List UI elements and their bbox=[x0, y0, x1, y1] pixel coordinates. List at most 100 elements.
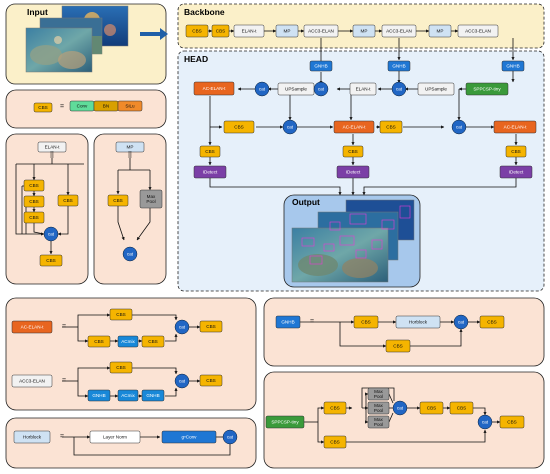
output-image-stack bbox=[291, 199, 415, 283]
connectors bbox=[15, 29, 518, 456]
mp-panel bbox=[93, 133, 167, 285]
ac-elan-cat-label: cat bbox=[179, 325, 186, 330]
ac-elan-def-title-label: AC-ELAN-t bbox=[21, 325, 44, 330]
elan-t-cbs-3: CBS bbox=[23, 211, 45, 224]
acc3-elan-equals: = bbox=[62, 378, 66, 385]
ac-elan-cat: cat bbox=[174, 319, 190, 335]
head-gnhb-1: GNHB bbox=[309, 60, 333, 72]
gnhb-cbs-out: CBS bbox=[479, 315, 505, 329]
acc3-elan-acmix-label: ACmix bbox=[121, 393, 135, 398]
gnhb-def-title: GNHB bbox=[275, 315, 301, 329]
head-sppcsp-tiny-label: SPPCSP-tiny bbox=[473, 87, 501, 92]
def-bn-label: BN bbox=[103, 104, 109, 109]
gnhb-cbs-1-label: CBS bbox=[361, 320, 370, 325]
acc3-elan-cbs-top: CBS bbox=[109, 361, 133, 374]
gnhb-cbs-out-label: CBS bbox=[487, 320, 496, 325]
head-upsample-1-label: UPSample bbox=[285, 87, 307, 92]
output-title: Output bbox=[292, 197, 320, 207]
ac-elan-cbs-1: CBS bbox=[87, 335, 111, 348]
mp-cbs-1-label: CBS bbox=[113, 198, 122, 203]
head-cbs-a: CBS bbox=[223, 120, 255, 134]
backbone-cbs-2: CBS bbox=[211, 24, 230, 38]
backbone-elan-t: ELAN-t bbox=[233, 24, 265, 38]
sppcsp-pool-3-label: Pool bbox=[374, 422, 383, 427]
input-image-stack bbox=[25, 5, 129, 73]
def-cbs-equals: = bbox=[60, 104, 64, 111]
head-idetect-1-label: IDetect bbox=[203, 170, 218, 175]
sppcsp-pool-1-label: Pool bbox=[374, 394, 383, 399]
head-cat-5-label: cat bbox=[456, 125, 463, 130]
head-upsample-2: UPSample bbox=[417, 82, 455, 96]
backbone-acc3-elan-2: ACC3-ELAN bbox=[381, 24, 417, 38]
head-gnhb-2: GNHB bbox=[387, 60, 411, 72]
def-conv: Conv bbox=[69, 100, 95, 112]
mp-cat: cat bbox=[122, 246, 138, 262]
sppcsp-cbs-4: CBS bbox=[323, 435, 347, 449]
backbone-cbs-1: CBS bbox=[185, 24, 209, 38]
mp-def-title-label: MP bbox=[127, 145, 134, 150]
head-cbs-p3: CBS bbox=[199, 145, 221, 158]
input-panel: Input bbox=[5, 3, 167, 85]
elan-t-cat: cat bbox=[43, 226, 59, 242]
gnhb-cbs-1: CBS bbox=[353, 315, 379, 329]
gnhb-cbs-2: CBS bbox=[385, 339, 411, 353]
horblock-layer-norm: Layer Norm bbox=[89, 430, 141, 444]
ac-elan-def-title: AC-ELAN-t bbox=[11, 320, 53, 334]
gnhb-panel bbox=[263, 297, 545, 367]
def-cbs-label: CBS bbox=[38, 105, 47, 110]
acc3-elan-gnhb-1: GNHB bbox=[87, 389, 111, 402]
sppcsp-cat-1-label: cat bbox=[397, 406, 404, 411]
elan-t-cbs-2-label: CBS bbox=[29, 199, 38, 204]
head-cat-1-label: cat bbox=[259, 87, 266, 92]
head-cat-4-label: cat bbox=[287, 125, 294, 130]
gnhb-cat-label: cat bbox=[458, 320, 465, 325]
head-cbs-p4-label: CBS bbox=[348, 149, 357, 154]
sppcsp-cat-1: cat bbox=[392, 400, 408, 416]
backbone-cbs-2-label: CBS bbox=[216, 29, 225, 34]
acc3-elan-cbs-top-label: CBS bbox=[116, 365, 125, 370]
head-cbs-b-label: CBS bbox=[386, 125, 395, 130]
input-title: Input bbox=[27, 7, 48, 17]
head-cat-5: cat bbox=[451, 119, 467, 135]
head-cbs-p5: CBS bbox=[505, 145, 527, 158]
gnhb-horblock: Horblock bbox=[395, 315, 441, 329]
head-ac-elan-t-3-label: AC-ELAN-t bbox=[504, 125, 527, 130]
backbone-acc3-elan-3-label: ACC3-ELAN bbox=[465, 29, 491, 34]
def-silu-label: SiLu bbox=[125, 104, 135, 109]
elan-t-panel bbox=[5, 133, 89, 285]
ac-elan-cbs-2: CBS bbox=[141, 335, 165, 348]
head-cat-1: cat bbox=[254, 81, 270, 97]
acc3-elan-cbs-out-label: CBS bbox=[206, 378, 215, 383]
ac-elan-acmix: ACmix bbox=[117, 335, 139, 348]
acc3-elan-gnhb-2-label: GNHB bbox=[146, 393, 159, 398]
backbone-mp-2: MP bbox=[352, 24, 376, 38]
elan-t-cat-label: cat bbox=[48, 232, 55, 237]
head-cat-3-label: cat bbox=[396, 87, 403, 92]
horblock-gnconv: gⁿConv bbox=[161, 430, 217, 444]
mp-def-title: MP bbox=[115, 141, 145, 153]
elan-t-parallel: || bbox=[50, 152, 54, 159]
head-cat-4: cat bbox=[282, 119, 298, 135]
elan-t-cbs-out: CBS bbox=[39, 254, 63, 267]
gnhb-cat: cat bbox=[453, 314, 469, 330]
horblock-add: cat bbox=[222, 429, 238, 445]
backbone-mp-3-label: MP bbox=[437, 29, 444, 34]
sppcsp-cbs-1-label: CBS bbox=[330, 406, 339, 411]
ac-elan-cbs-top-label: CBS bbox=[116, 312, 125, 317]
input-to-backbone-arrow bbox=[140, 28, 168, 40]
head-idetect-3: IDetect bbox=[499, 165, 533, 179]
elan-t-cbs-out-label: CBS bbox=[46, 258, 55, 263]
sppcsp-cbs-1: CBS bbox=[323, 401, 347, 415]
head-ac-elan-t-2: AC-ELAN-t bbox=[333, 120, 375, 134]
backbone-mp-1-label: MP bbox=[284, 29, 291, 34]
mp-max-pool-label: Pool bbox=[146, 199, 155, 204]
head-gnhb-3-label: GNHB bbox=[506, 64, 519, 69]
elan-t-cbs-3-label: CBS bbox=[29, 215, 38, 220]
head-idetect-2: IDetect bbox=[336, 165, 370, 179]
acc3-elan-acmix: ACmix bbox=[117, 389, 139, 402]
def-conv-label: Conv bbox=[77, 104, 88, 109]
sppcsp-pool-3-label: Max bbox=[374, 417, 383, 422]
